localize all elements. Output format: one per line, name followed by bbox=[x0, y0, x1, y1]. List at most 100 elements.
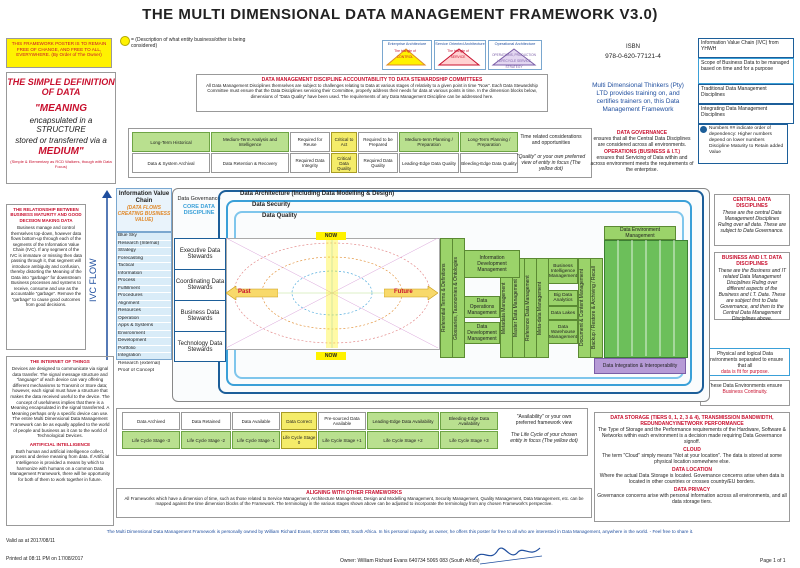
discipline-warehouse: Data Warehouse Management bbox=[548, 320, 578, 344]
availability-grid: Data Archived Data Retained Data Availab… bbox=[122, 412, 502, 450]
quality-cell: Required for Reuse bbox=[290, 132, 330, 152]
discipline-info-dev: Information Development Management bbox=[464, 250, 520, 278]
page-title: THE MULTI DIMENSIONAL DATA MANAGEMENT FR… bbox=[142, 6, 658, 23]
handwritten-signature bbox=[473, 547, 543, 565]
ivc-item: Strategy bbox=[117, 248, 171, 256]
ivc-item: Proof of Concept bbox=[117, 368, 171, 376]
steward-coordinating: Coordinating Data Stewards bbox=[175, 270, 225, 301]
steward-business: Business Data Stewards bbox=[175, 301, 225, 332]
free-notice: THIS FRAMEWORK POSTER IS TO REMAIN FREE … bbox=[6, 38, 112, 68]
quality-cell: Required Data Integrity bbox=[290, 153, 330, 173]
past-label: Past bbox=[238, 289, 251, 295]
now-label-top: NOW bbox=[316, 232, 346, 240]
ivc-item: Blue Sky bbox=[117, 233, 171, 241]
ivc-title: Information Value Chain bbox=[118, 191, 170, 204]
availability-cell: Pre-sourced Data Available bbox=[318, 412, 366, 430]
steward-executive: Executive Data Stewards bbox=[175, 239, 225, 270]
now-label-bottom: NOW bbox=[316, 352, 346, 360]
maturity-box: THE RELATIONSHIP BETWEEN BUSINESS MATURI… bbox=[6, 204, 86, 350]
ivc-item: Resources bbox=[117, 308, 171, 316]
future-arrow bbox=[383, 285, 439, 301]
discipline-development: Data Development Management bbox=[464, 322, 500, 344]
steward-technology: Technology Data Stewards bbox=[177, 341, 223, 353]
ribbon-security-label: Data Security bbox=[252, 202, 291, 208]
definition-structure: encapsulated in a STRUCTURE bbox=[29, 116, 93, 134]
ivc-item: Alignment bbox=[117, 301, 171, 308]
availability-cell: Data Correct bbox=[281, 412, 317, 430]
availability-cell: Data Archived bbox=[122, 412, 180, 430]
central-disciplines-box: CENTRAL DATA DISCIPLINES These are the c… bbox=[714, 194, 790, 246]
ivc-item: Process bbox=[117, 278, 171, 286]
legend-note: = (Description of what entity business/o… bbox=[131, 37, 246, 49]
ribbon-architecture-label: Data Architecture (Including Data Modell… bbox=[240, 191, 395, 197]
operational-caption: OPERATIONS, PRODUCTION / LIFECYCLE SERVI… bbox=[492, 53, 536, 69]
integration-bar: Data Integration & Interoperability bbox=[594, 358, 686, 374]
definition-meaning: "MEANING bbox=[35, 103, 87, 114]
enterprise-architecture-diagram: Enterprise Architecture bbox=[382, 40, 432, 70]
aligning-box: ALIGNING WITH OTHER FRAMEWORKS All Frame… bbox=[116, 488, 592, 518]
legend-traditional: Traditional Data Management Disciplines bbox=[698, 84, 794, 104]
ribbon-quality-label: Data Quality bbox=[262, 213, 298, 219]
environment-stripes-icon bbox=[617, 240, 675, 356]
availability-cell: Data Retained bbox=[181, 412, 231, 430]
ivc-item: Portfolio bbox=[117, 346, 171, 353]
storage-box: DATA STORAGE (TIERS 0, 1, 2, 3 & 4), TRA… bbox=[594, 412, 790, 522]
physical-logical-box: Physical and logical Data Environments s… bbox=[700, 348, 790, 376]
ivc-item: Development bbox=[117, 338, 171, 346]
valid-as-at: Valid as at 2017/08/11 bbox=[6, 538, 56, 544]
top-note-time: Time related considerations and opportun… bbox=[520, 134, 582, 146]
triangle-icon bbox=[437, 48, 481, 66]
top-note-quality: "Quality" or your own preferred view of … bbox=[516, 154, 586, 172]
discipline-operations: Data Operations Management bbox=[464, 296, 500, 318]
iot-ai-box: THE INTERNET OF THINGS Devices are desig… bbox=[6, 356, 114, 526]
isbn-value: 978-0-620-77121-4 bbox=[605, 53, 661, 60]
iot-heading: THE INTERNET OF THINGS bbox=[30, 359, 90, 364]
ivc-header: Information Value Chain (DATA FLOWS CREA… bbox=[116, 188, 172, 232]
triangle-icon bbox=[385, 48, 427, 66]
operational-architecture-diagram: Operational Architecture bbox=[488, 40, 542, 70]
quality-grid: Long-Term Historical Medium-Term Analysi… bbox=[132, 132, 518, 174]
service-caption: The triangle of SERVICE bbox=[447, 49, 469, 59]
accountability-text: All Data Management Disciplines themselv… bbox=[206, 83, 538, 99]
availability-cell: Bleeding-Edge Data Availability bbox=[440, 412, 498, 430]
definition-box: THE SIMPLE DEFINITION OF DATA "MEANING e… bbox=[6, 72, 116, 184]
bottom-note-lifecycle: The Life Cycle of your chosen entity in … bbox=[510, 432, 578, 444]
service-architecture-diagram: Service Oriented Architecture bbox=[434, 40, 486, 70]
discipline-data-lakes: Data Lakes bbox=[548, 306, 578, 320]
maturity-text: Business manage and control themselves t… bbox=[10, 225, 82, 308]
ivc-item: Research (external) bbox=[117, 361, 171, 368]
future-label: Future bbox=[394, 289, 413, 295]
lifecycle-cell: Life Cycle Stage 0 bbox=[281, 431, 317, 449]
discipline-environment: Data Environment Management bbox=[604, 226, 676, 240]
lifecycle-cell: Life Cycle Stage -2 bbox=[181, 431, 231, 449]
definition-stored: stored or transferred via a bbox=[15, 136, 107, 145]
quality-cell: Medium-term Planning / Preparation bbox=[399, 132, 459, 152]
ivc-list: Blue Sky Research (Internal) Strategy Fo… bbox=[116, 232, 172, 376]
number-badge-icon bbox=[700, 126, 707, 133]
quality-cell: Long-Term Historical bbox=[132, 132, 210, 152]
left-arrow-icon bbox=[225, 285, 279, 301]
aligning-heading: ALIGNING WITH OTHER FRAMEWORKS bbox=[306, 490, 402, 496]
page-number: Page 1 of 1 bbox=[760, 558, 786, 564]
ai-heading: ARTIFICIAL INTELLIGENCE bbox=[29, 441, 91, 447]
accountability-box: DATA MANAGEMENT DISCIPLINE ACCOUNTABILIT… bbox=[196, 74, 548, 112]
ivc-item: Apps & Systems bbox=[117, 323, 171, 331]
aligning-text: All Frameworks which have a dimension of… bbox=[124, 496, 584, 507]
availability-cell: Data Available bbox=[232, 412, 280, 430]
printed-date: Printed at 08:11 PM on 17/08/2017 bbox=[6, 556, 84, 562]
legend-numbers: Numbers ## indicate order of dependency:… bbox=[698, 124, 788, 164]
owner-text: Owner: William Richard Evans 640734 5065… bbox=[340, 558, 480, 564]
quality-cell: Leading-Edge Data Quality bbox=[399, 153, 459, 173]
quality-cell: Long-Term Planning / Preparation bbox=[460, 132, 518, 152]
ivc-item: Fulfillment bbox=[117, 286, 171, 293]
ai-text: Both human and artificial intelligence c… bbox=[9, 448, 111, 482]
legend-integrating: Integrating Data Management Disciplines bbox=[698, 104, 794, 124]
ivc-subtitle: (DATA FLOWS CREATING BUSINESS VALUE) bbox=[117, 205, 171, 223]
triangle-icon bbox=[491, 48, 537, 66]
quality-cell: Bleeding-Edge Data Quality bbox=[460, 153, 518, 173]
quality-cell: Data & System Archival bbox=[132, 153, 210, 173]
ivc-item: Operation bbox=[117, 316, 171, 323]
ivc-item: Information bbox=[117, 271, 171, 278]
maturity-heading: THE RELATIONSHIP BETWEEN BUSINESS MATURI… bbox=[10, 207, 82, 223]
definition-medium: MEDIUM" bbox=[38, 146, 84, 157]
